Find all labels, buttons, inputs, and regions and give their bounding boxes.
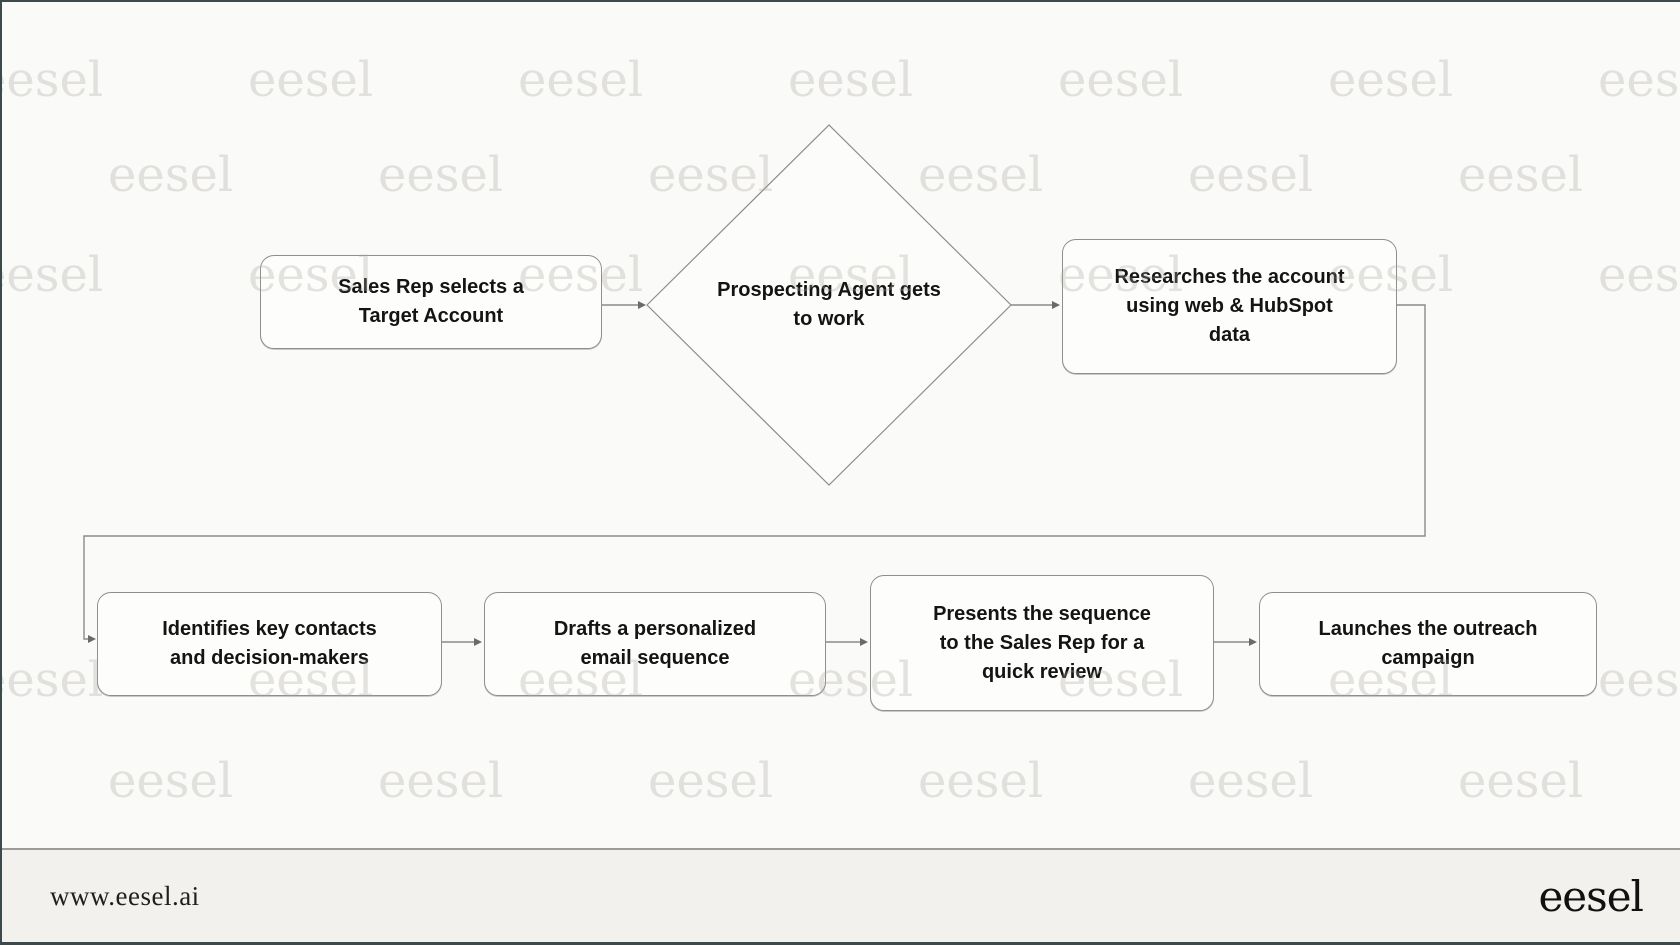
node-identify-contacts: Identifies key contacts and decision-mak… [97, 592, 442, 696]
footer-bar: www.eesel.ai eesel [2, 848, 1680, 942]
node-launch-campaign-label: Launches the outreach campaign [1318, 618, 1538, 669]
node-draft-sequence: Drafts a personalized email sequence [484, 592, 826, 696]
node-select-account-label: Sales Rep selects a Target Account [338, 276, 524, 327]
node-research-account-label: Researches the account using web & HubSp… [1114, 266, 1345, 346]
arrow-research-to-identify [83, 304, 1426, 643]
node-prospecting-agent-label: Prospecting Agent gets to work [717, 279, 941, 330]
footer-website-url: www.eesel.ai [50, 880, 200, 911]
node-launch-campaign: Launches the outreach campaign [1259, 592, 1597, 696]
node-prospecting-agent: Prospecting Agent gets to work [699, 275, 959, 335]
node-present-sequence: Presents the sequence to the Sales Rep f… [870, 575, 1214, 711]
eesel-logo: eesel [1538, 871, 1644, 921]
node-draft-sequence-label: Drafts a personalized email sequence [553, 618, 757, 669]
connector-layer [83, 124, 1426, 646]
node-research-account: Researches the account using web & HubSp… [1062, 239, 1397, 374]
node-identify-contacts-label: Identifies key contacts and decision-mak… [162, 618, 377, 669]
node-select-account: Sales Rep selects a Target Account [260, 255, 602, 349]
node-present-sequence-label: Presents the sequence to the Sales Rep f… [933, 602, 1151, 683]
diagram-canvas: Sales Rep selects a Target Account Prosp… [2, 2, 1680, 848]
